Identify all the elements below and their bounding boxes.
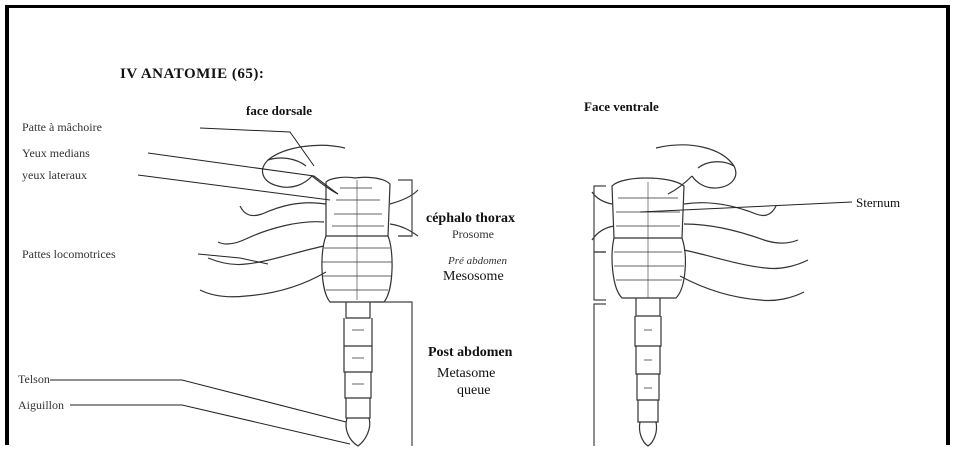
label-metasome: Metasome: [437, 367, 495, 381]
region-brackets: [374, 180, 412, 446]
label-aiguillon: Aiguillon: [18, 399, 64, 411]
dorsal-scorpion: [200, 145, 418, 446]
ventral-brackets: [594, 186, 606, 446]
label-post-abdomen: Post abdomen: [428, 346, 512, 360]
ventral-view-heading: Face ventrale: [584, 100, 659, 113]
label-cephalothorax: céphalo thorax: [426, 212, 515, 226]
label-queue: queue: [457, 384, 490, 398]
label-pattes-locomotrices: Pattes locomotrices: [22, 248, 116, 260]
label-prosome: Prosome: [452, 228, 494, 240]
label-mesosome: Mesosome: [443, 270, 504, 284]
ventral-scorpion: [592, 145, 808, 446]
label-telson: Telson: [18, 373, 50, 385]
label-patte-machoire: Patte à mâchoire: [22, 121, 102, 133]
dorsal-view-heading: face dorsale: [246, 104, 312, 117]
label-yeux-medians: Yeux medians: [22, 147, 90, 159]
figure-title: IV ANATOMIE (65):: [120, 67, 264, 82]
leader-lines: [50, 128, 852, 444]
label-preabdomen: Pré abdomen: [448, 256, 507, 267]
label-sternum: Sternum: [856, 196, 900, 209]
label-yeux-lateraux: yeux lateraux: [22, 169, 87, 181]
